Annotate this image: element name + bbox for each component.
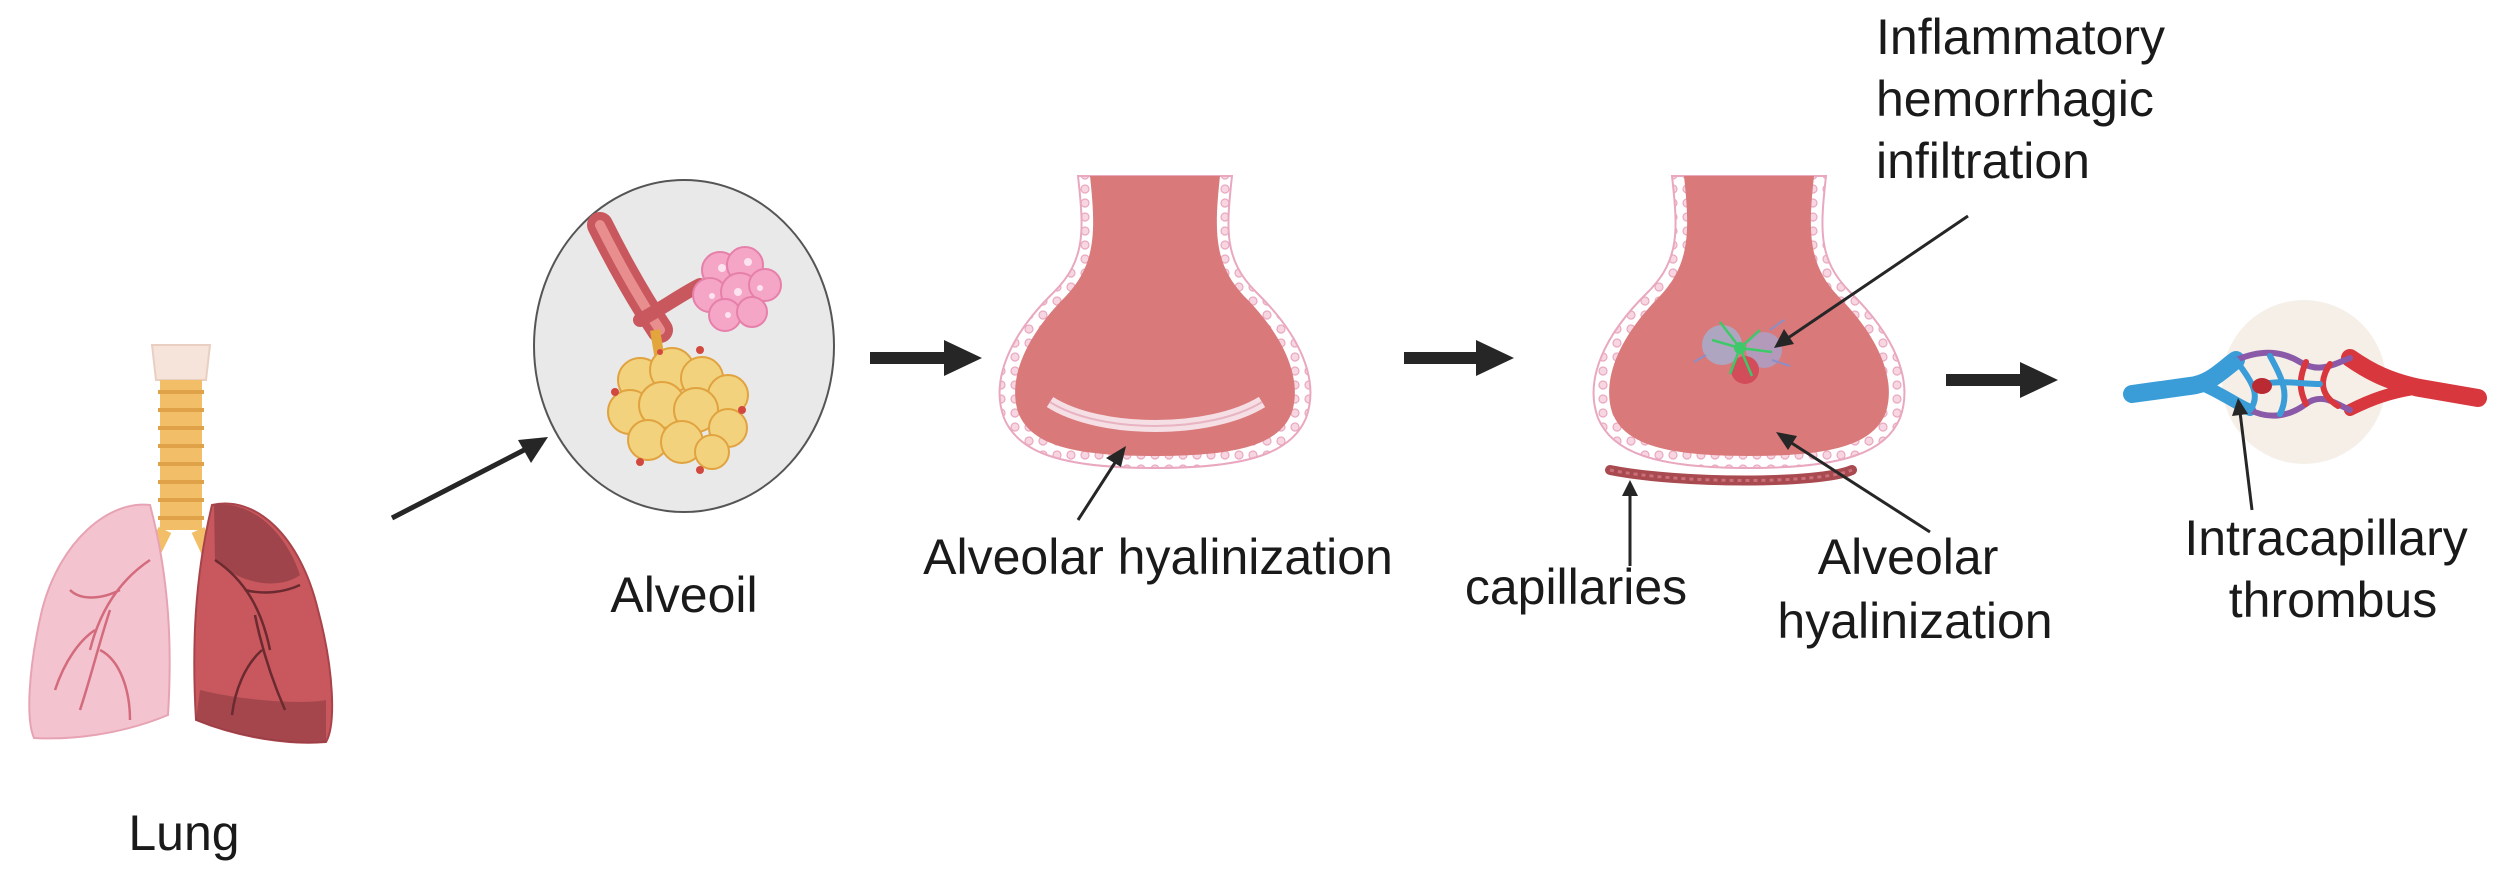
arrow-to-alveolus-2 bbox=[1404, 340, 1514, 376]
pointer-hyalinization-2 bbox=[1776, 432, 1931, 534]
alveolus-inflamed-icon bbox=[1592, 175, 1906, 486]
alveoil-label: Alveoil bbox=[610, 567, 757, 623]
alveoil-icon bbox=[533, 179, 835, 513]
alveolar-hyalinization-label-2: Alveolar hyalinization bbox=[1777, 529, 2052, 649]
capillaries-label: capillaries bbox=[1465, 559, 1687, 615]
inflammatory-infiltration-label: Inflammatory hemorrhagic infiltration bbox=[1876, 9, 2179, 189]
pointer-thrombus bbox=[2232, 398, 2254, 511]
arrow-to-alveoil bbox=[390, 437, 548, 521]
lung-icon bbox=[28, 344, 334, 744]
alveolus-hyaline-icon bbox=[998, 175, 1312, 470]
pointer-hyalinization-1 bbox=[1076, 446, 1126, 521]
inflammatory-cells-icon bbox=[1693, 319, 1791, 384]
arrow-to-alveolus-1 bbox=[870, 340, 982, 376]
lung-label: Lung bbox=[128, 805, 239, 861]
arrow-to-capillary bbox=[1946, 362, 2058, 398]
intracapillary-thrombus-label: Intracapillary thrombus bbox=[2184, 510, 2481, 628]
alveolar-hyalinization-label-1: Alveolar hyalinization bbox=[923, 529, 1393, 585]
pointer-infiltration bbox=[1774, 214, 1969, 348]
capillaries-icon bbox=[1605, 465, 1857, 486]
pointer-capillaries bbox=[1622, 480, 1638, 566]
capillary-thrombus-icon bbox=[2123, 300, 2487, 464]
